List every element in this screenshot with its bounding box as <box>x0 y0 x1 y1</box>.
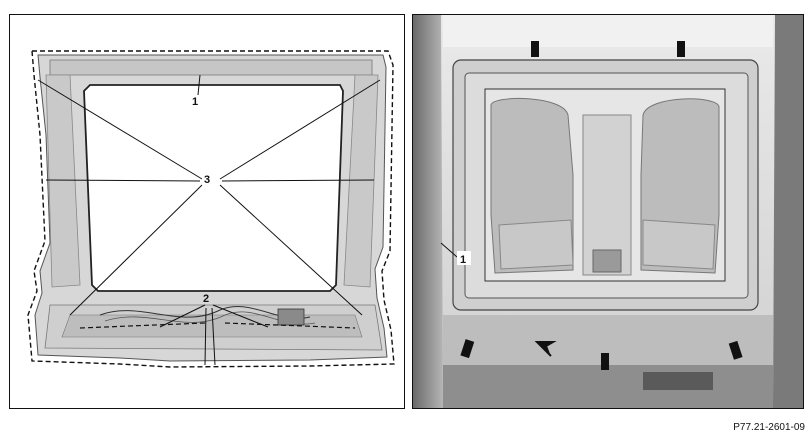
callout-3-leaders <box>37 79 381 316</box>
tape-markers <box>460 41 743 370</box>
callout-3-label: 3 <box>204 174 210 186</box>
dashed-outline <box>27 50 395 368</box>
figure-code: P77.21-2601-09 <box>733 422 805 433</box>
right-panel-vehicle-view: 1 <box>412 14 804 409</box>
frame-diagram-svg: 1 2 3 <box>27 50 395 368</box>
roof-opening <box>83 84 344 292</box>
callout-2-label: 2 <box>203 293 209 305</box>
arrow-marker <box>534 341 557 357</box>
callout-1-label: 1 <box>192 96 198 108</box>
callout-2-leaders <box>159 304 269 366</box>
callout-1-label: 1 <box>460 254 466 266</box>
vehicle-view-svg: 1 <box>413 15 803 408</box>
left-panel-frame-diagram: 1 2 3 <box>9 14 405 409</box>
